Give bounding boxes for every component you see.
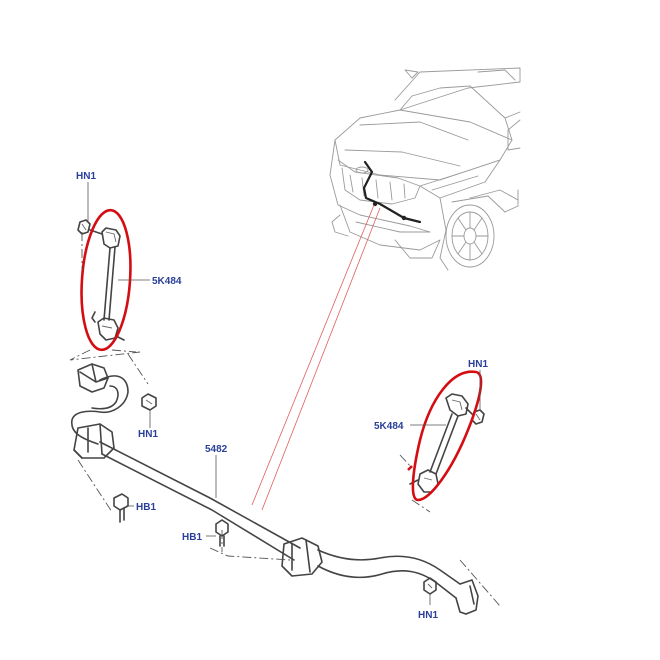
projection-line-a xyxy=(251,204,375,506)
left-link-highlight xyxy=(80,208,132,352)
label-hn1-bracket: HN1 xyxy=(138,429,158,440)
right-stabilizer-link xyxy=(409,393,485,493)
label-hb1-left: HB1 xyxy=(136,502,156,513)
projection-line-b xyxy=(261,207,381,511)
bolt-hb1-left xyxy=(113,493,129,523)
stabilizer-bar xyxy=(71,363,479,615)
bolt-hb1-center xyxy=(215,519,229,547)
label-hn1-right-link: HN1 xyxy=(468,359,488,370)
label-hn1-left-link: HN1 xyxy=(76,171,96,182)
label-hb1-center: HB1 xyxy=(182,532,202,543)
nut-hn1-bottom-right xyxy=(423,577,437,595)
label-5k484-left: 5K484 xyxy=(152,276,182,287)
label-hn1-bottom-right: HN1 xyxy=(418,610,438,621)
left-stabilizer-link xyxy=(77,219,125,341)
vehicle-sketch xyxy=(329,67,521,271)
label-5k484-right: 5K484 xyxy=(374,421,404,432)
right-link-highlight xyxy=(411,370,483,502)
bracket-nut-left xyxy=(141,393,157,411)
label-5482-bar: 5482 xyxy=(205,444,228,455)
